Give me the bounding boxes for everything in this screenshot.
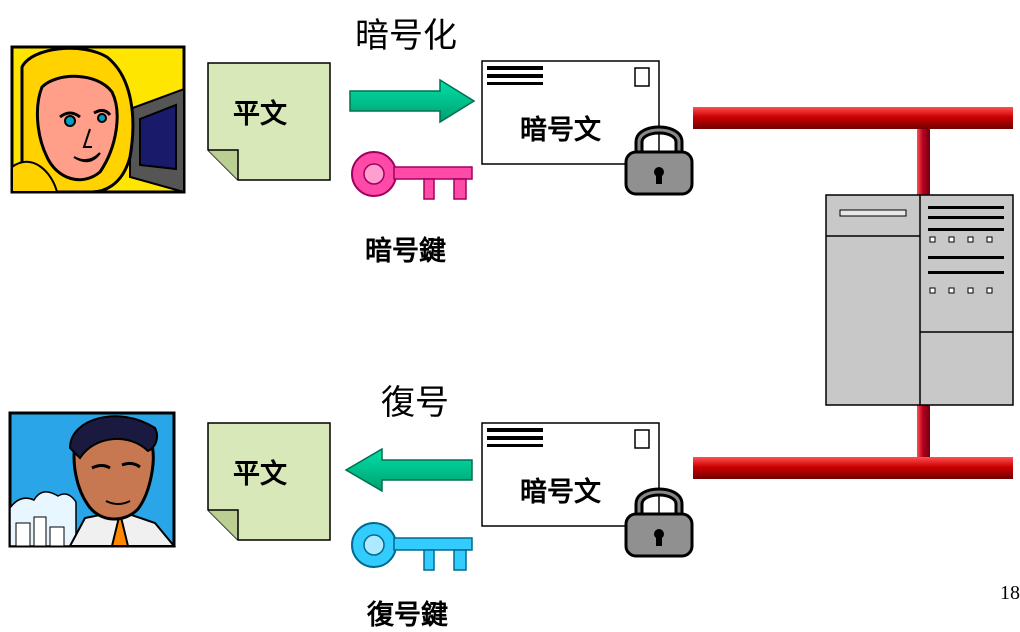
plaintext-document-bottom [207,422,331,541]
encrypt-arrow-icon [349,78,476,124]
plaintext-label-bottom: 平文 [233,459,287,490]
network-drop-top [917,129,930,195]
plaintext-document-top [207,62,331,181]
decryption-key-label: 復号鍵 [367,600,448,631]
page-number: 18 [1000,582,1020,604]
ciphertext-label-top: 暗号文 [520,115,601,146]
network-drop-bottom [917,404,930,457]
sender-woman-icon [10,45,186,194]
ciphertext-envelope-bottom [481,422,660,527]
encryption-key-icon [351,151,473,200]
padlock-icon-top [624,125,694,196]
encryption-key-label: 暗号鍵 [365,236,446,267]
plaintext-label-top: 平文 [233,99,287,130]
encryption-title: 暗号化 [355,16,457,56]
ciphertext-label-bottom: 暗号文 [520,477,601,508]
network-line-top [693,107,1013,129]
decrypt-arrow-icon [344,447,473,493]
ciphertext-envelope-top [481,60,660,165]
decryption-title: 復号 [381,383,449,423]
decryption-key-icon [351,522,473,571]
network-line-bottom [693,457,1013,479]
receiver-man-icon [8,411,177,548]
padlock-icon-bottom [624,487,694,558]
